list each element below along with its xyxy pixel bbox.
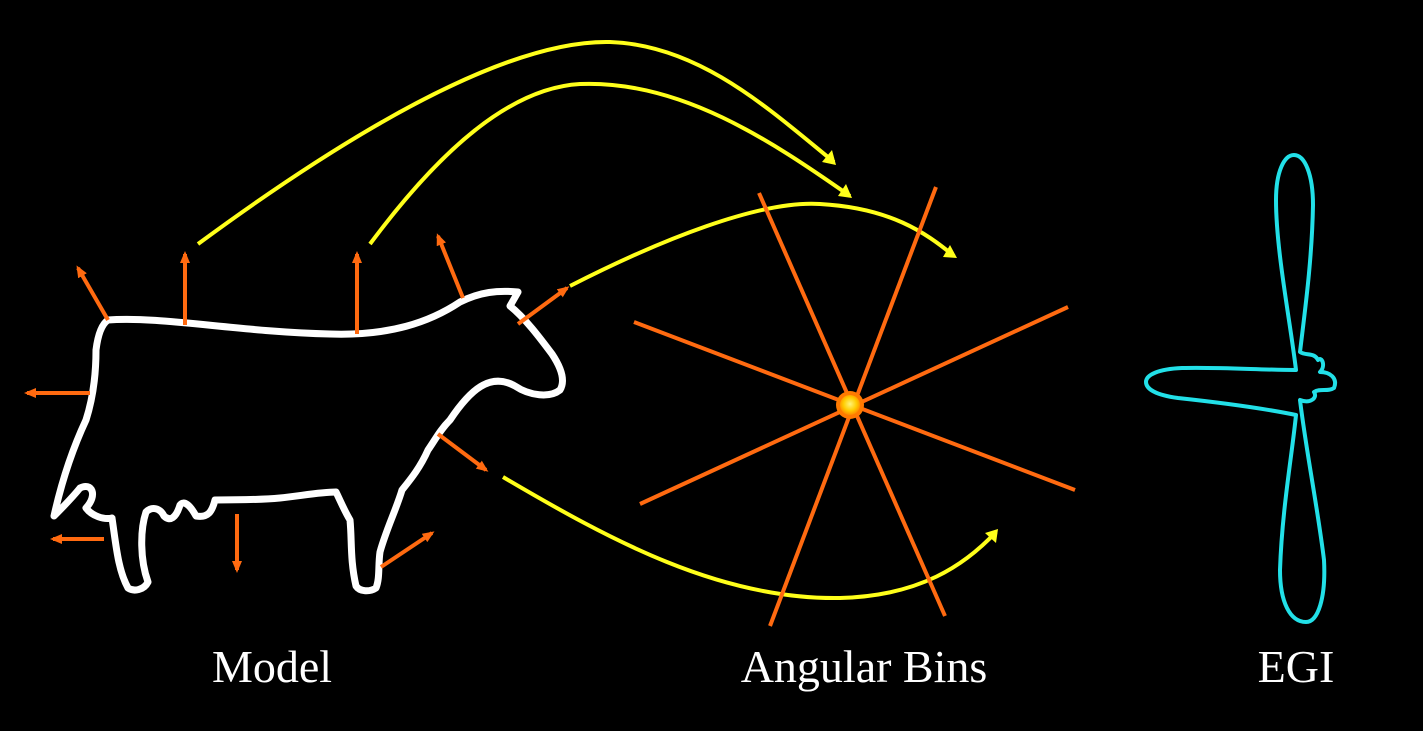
model-label: Model bbox=[212, 641, 332, 692]
normal-arrows bbox=[24, 233, 570, 573]
cow-model-icon bbox=[50, 287, 566, 595]
normal-arrow bbox=[436, 432, 489, 472]
bin-center-dot-core bbox=[840, 395, 860, 415]
egi-label: EGI bbox=[1258, 641, 1335, 692]
angular-bins-label: Angular Bins bbox=[741, 641, 988, 692]
egi-shape-icon bbox=[1144, 153, 1337, 624]
mapping-arrow bbox=[569, 201, 956, 288]
mapping-arrow bbox=[501, 475, 998, 601]
mapping-arrow bbox=[196, 39, 836, 246]
angular-bins-icon bbox=[633, 186, 1076, 627]
normal-arrow bbox=[516, 286, 570, 326]
mapping-arrows bbox=[196, 39, 998, 601]
normal-arrow bbox=[436, 233, 465, 299]
mapping-arrow bbox=[368, 81, 852, 246]
normal-arrow bbox=[76, 265, 110, 321]
normal-arrow bbox=[379, 531, 435, 569]
